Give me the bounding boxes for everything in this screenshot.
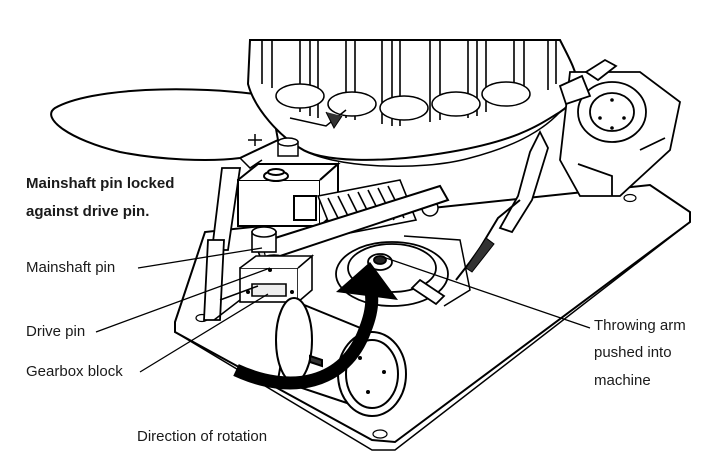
pin-assembly <box>239 226 315 303</box>
label-direction-of-rotation: Direction of rotation <box>137 428 268 445</box>
carousel-cups <box>275 81 531 121</box>
label-drive-pin: Drive pin <box>26 323 86 340</box>
right-motor <box>558 58 681 197</box>
left-post <box>210 167 242 251</box>
label-throwing-arm-line-3: machine <box>594 372 651 389</box>
left-tray <box>50 88 280 161</box>
label-throwing-arm-line-1: Throwing arm <box>594 317 686 334</box>
note-mainshaft-locked-line-2: against drive pin. <box>26 203 150 220</box>
label-throwing-arm-line-2: pushed into <box>594 344 672 361</box>
leader-lines <box>95 247 591 373</box>
label-gearbox-block: Gearbox block <box>26 363 123 380</box>
label-mainshaft-pin: Mainshaft pin <box>26 259 116 276</box>
drive-motor <box>275 297 407 417</box>
note-mainshaft-locked-line-1: Mainshaft pin locked <box>26 175 175 192</box>
pivot-bolt <box>248 134 299 157</box>
